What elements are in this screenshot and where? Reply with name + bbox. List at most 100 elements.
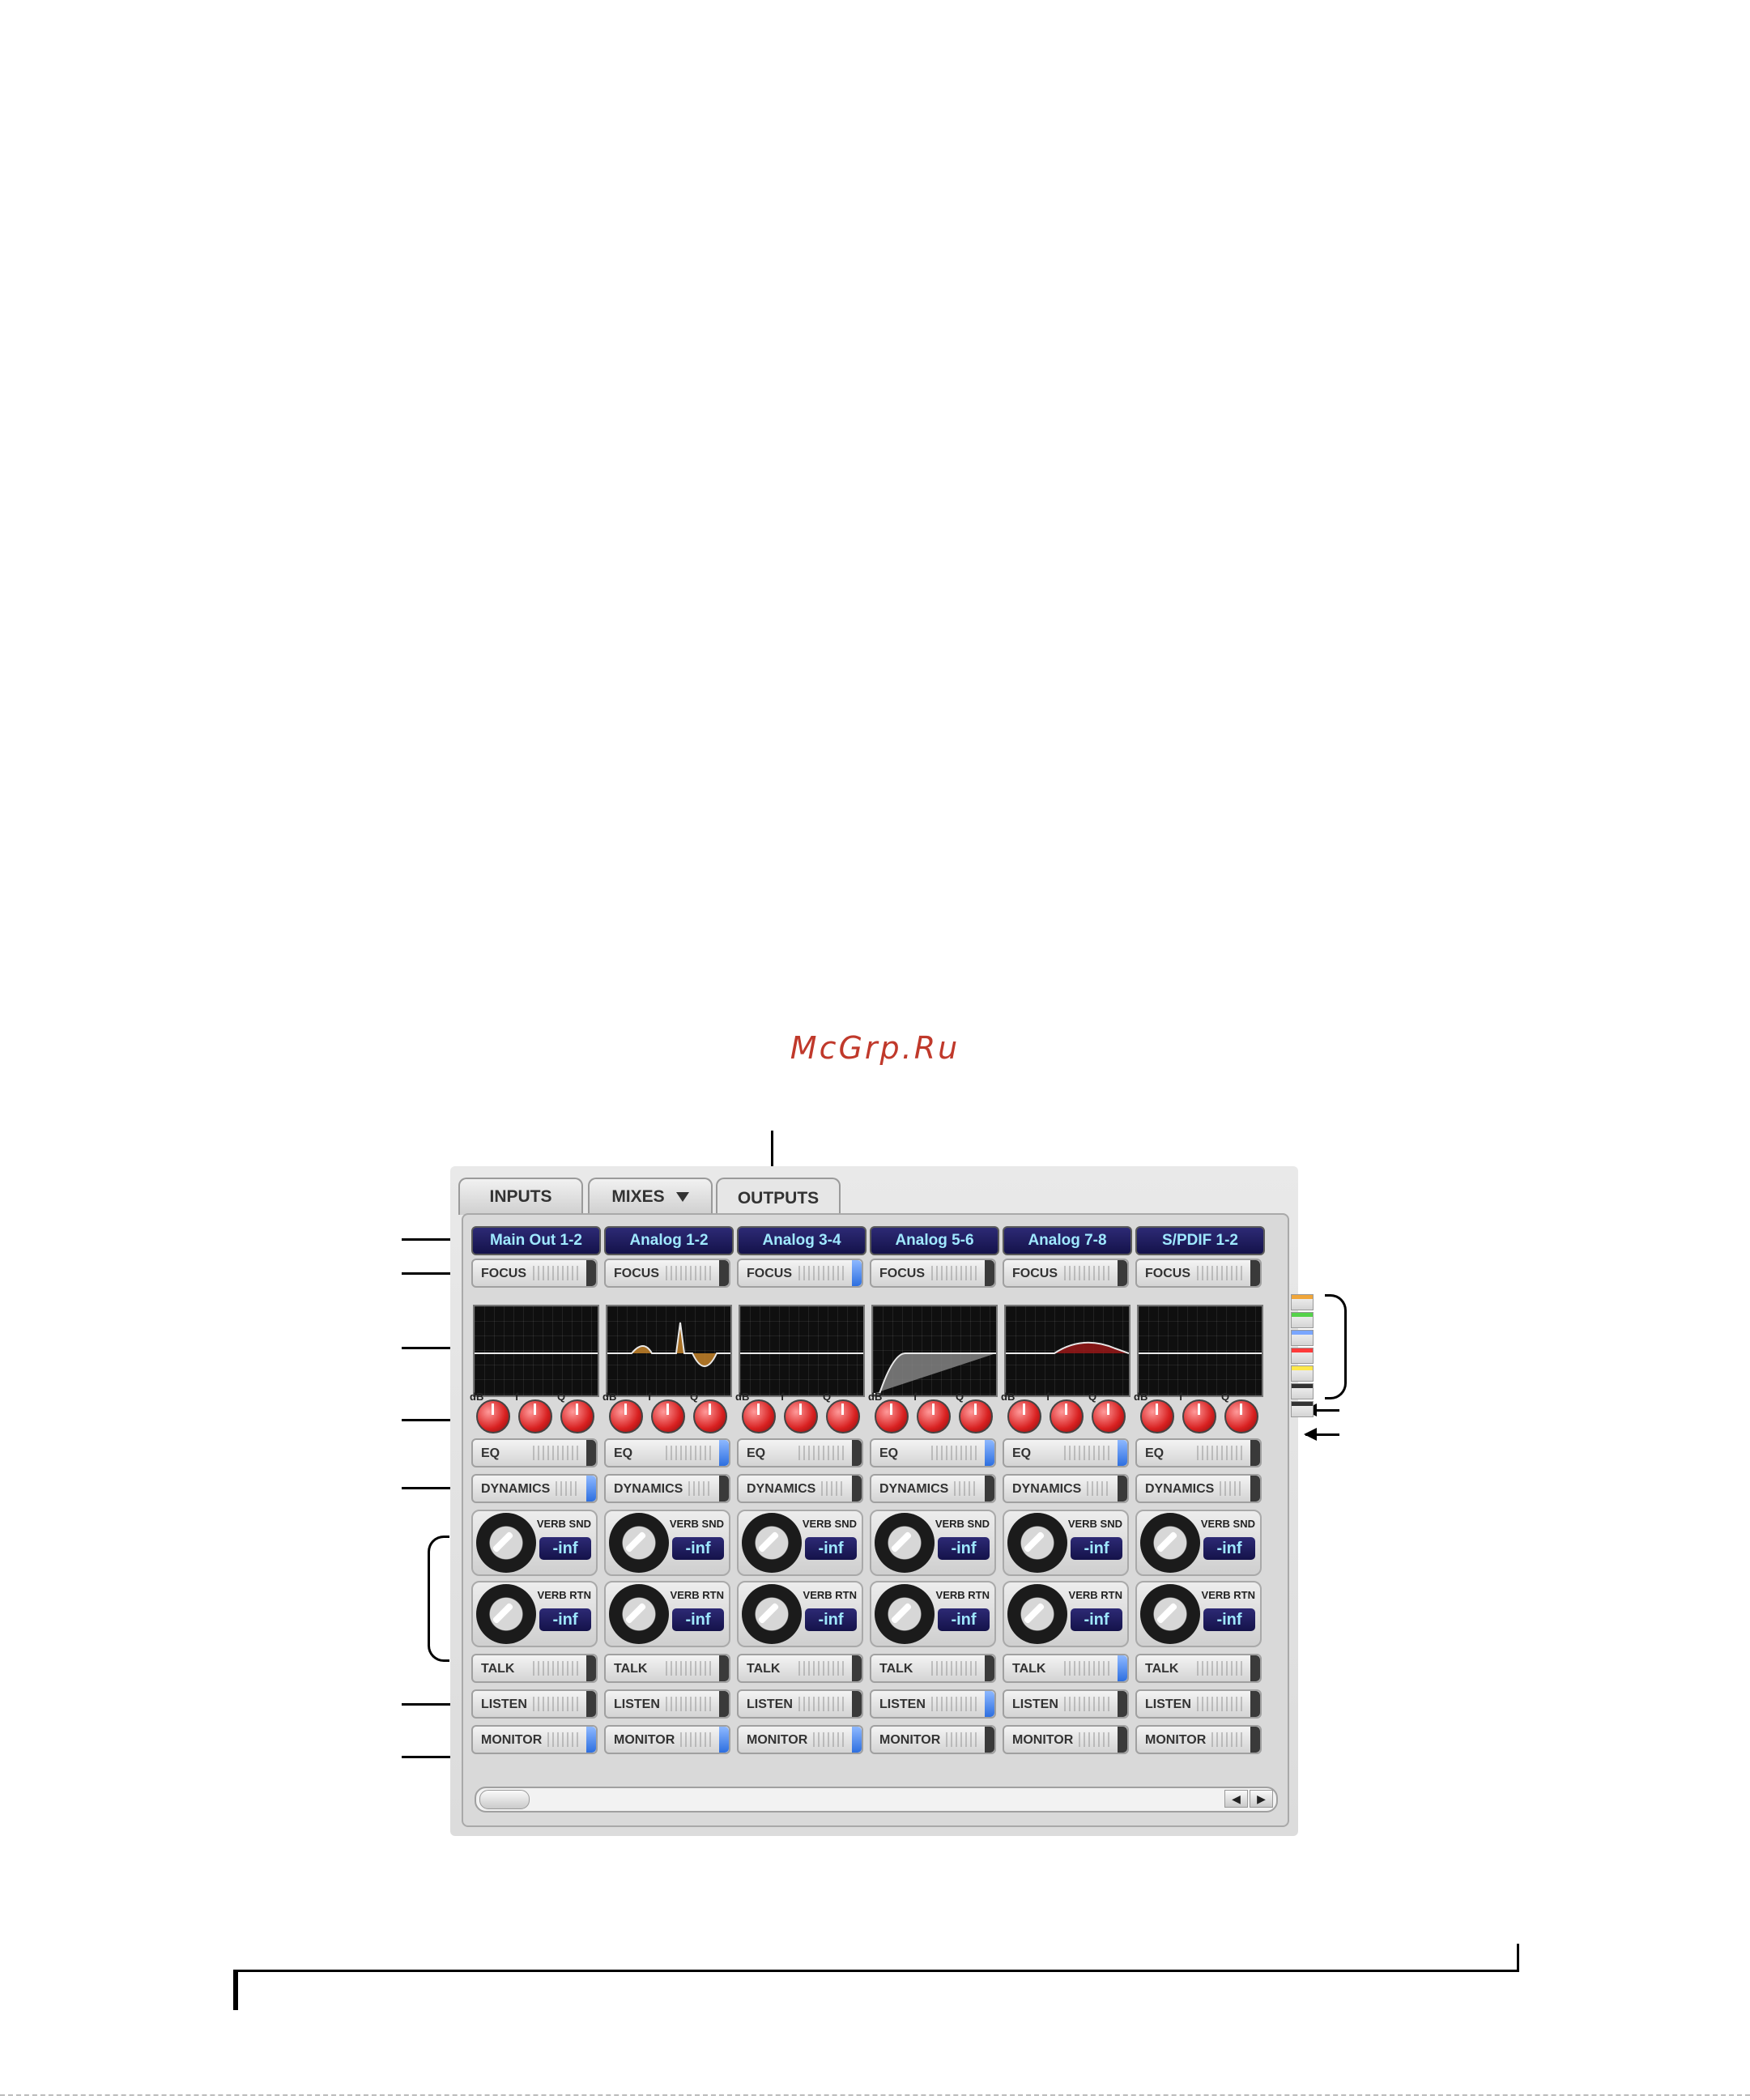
verb-snd-value[interactable]: -inf bbox=[1203, 1537, 1255, 1560]
focus-button[interactable]: FOCUS bbox=[1135, 1259, 1262, 1288]
eq-q-knob[interactable] bbox=[826, 1399, 860, 1433]
eq-band-select-button[interactable] bbox=[1291, 1348, 1314, 1364]
verb-snd-value[interactable]: -inf bbox=[1071, 1537, 1122, 1560]
channel-name[interactable]: Main Out 1-2 bbox=[471, 1226, 601, 1255]
talk-button[interactable]: TALK bbox=[471, 1654, 598, 1683]
eq-button[interactable]: EQ bbox=[471, 1438, 598, 1467]
eq-gain-knob[interactable] bbox=[742, 1399, 776, 1433]
dynamics-button[interactable]: DYNAMICS bbox=[604, 1474, 730, 1503]
eq-q-knob[interactable] bbox=[1092, 1399, 1126, 1433]
reverb-return-knob[interactable] bbox=[742, 1584, 802, 1644]
monitor-button[interactable]: MONITOR bbox=[1135, 1725, 1262, 1754]
dynamics-button[interactable]: DYNAMICS bbox=[471, 1474, 598, 1503]
eq-button[interactable]: EQ bbox=[604, 1438, 730, 1467]
eq-band-select-button[interactable] bbox=[1291, 1312, 1314, 1328]
eq-freq-knob[interactable] bbox=[651, 1399, 685, 1433]
listen-button[interactable]: LISTEN bbox=[1135, 1689, 1262, 1719]
reverb-return-knob[interactable] bbox=[1007, 1584, 1067, 1644]
focus-button[interactable]: FOCUS bbox=[1003, 1259, 1129, 1288]
reverb-return-knob[interactable] bbox=[476, 1584, 536, 1644]
eq-curve-display[interactable] bbox=[739, 1305, 865, 1397]
channel-name[interactable]: Analog 1-2 bbox=[604, 1226, 734, 1255]
eq-curve-display[interactable] bbox=[606, 1305, 732, 1397]
talk-button[interactable]: TALK bbox=[1003, 1654, 1129, 1683]
reverb-send-knob[interactable] bbox=[1140, 1513, 1200, 1573]
verb-rtn-value[interactable]: -inf bbox=[1203, 1608, 1255, 1631]
eq-q-knob[interactable] bbox=[693, 1399, 727, 1433]
eq-mode-button[interactable] bbox=[1291, 1401, 1314, 1417]
verb-rtn-value[interactable]: -inf bbox=[539, 1608, 591, 1631]
monitor-button[interactable]: MONITOR bbox=[737, 1725, 863, 1754]
talk-button[interactable]: TALK bbox=[737, 1654, 863, 1683]
verb-rtn-value[interactable]: -inf bbox=[805, 1608, 857, 1631]
eq-band-select-button[interactable] bbox=[1291, 1330, 1314, 1346]
monitor-button[interactable]: MONITOR bbox=[870, 1725, 996, 1754]
eq-q-knob[interactable] bbox=[1224, 1399, 1258, 1433]
focus-button[interactable]: FOCUS bbox=[471, 1259, 598, 1288]
focus-button[interactable]: FOCUS bbox=[604, 1259, 730, 1288]
listen-button[interactable]: LISTEN bbox=[604, 1689, 730, 1719]
dynamics-button[interactable]: DYNAMICS bbox=[1003, 1474, 1129, 1503]
eq-mode-button[interactable] bbox=[1291, 1383, 1314, 1399]
eq-gain-knob[interactable] bbox=[476, 1399, 510, 1433]
talk-button[interactable]: TALK bbox=[1135, 1654, 1262, 1683]
eq-freq-knob[interactable] bbox=[1050, 1399, 1084, 1433]
verb-snd-value[interactable]: -inf bbox=[672, 1537, 724, 1560]
channel-name[interactable]: Analog 5-6 bbox=[870, 1226, 999, 1255]
monitor-button[interactable]: MONITOR bbox=[1003, 1725, 1129, 1754]
scroll-thumb[interactable] bbox=[479, 1790, 530, 1809]
channel-name[interactable]: Analog 7-8 bbox=[1003, 1226, 1132, 1255]
verb-rtn-value[interactable]: -inf bbox=[938, 1608, 990, 1631]
scroll-right-button[interactable]: ▶ bbox=[1250, 1790, 1273, 1808]
channel-name[interactable]: Analog 3-4 bbox=[737, 1226, 866, 1255]
verb-rtn-value[interactable]: -inf bbox=[1071, 1608, 1122, 1631]
monitor-button[interactable]: MONITOR bbox=[604, 1725, 730, 1754]
channel-name[interactable]: S/PDIF 1-2 bbox=[1135, 1226, 1265, 1255]
reverb-send-knob[interactable] bbox=[875, 1513, 935, 1573]
eq-curve-display[interactable] bbox=[871, 1305, 998, 1397]
eq-q-knob[interactable] bbox=[560, 1399, 594, 1433]
focus-button[interactable]: FOCUS bbox=[870, 1259, 996, 1288]
verb-snd-value[interactable]: -inf bbox=[805, 1537, 857, 1560]
dynamics-button[interactable]: DYNAMICS bbox=[1135, 1474, 1262, 1503]
eq-button[interactable]: EQ bbox=[1135, 1438, 1262, 1467]
eq-freq-knob[interactable] bbox=[1182, 1399, 1216, 1433]
eq-gain-knob[interactable] bbox=[609, 1399, 643, 1433]
listen-button[interactable]: LISTEN bbox=[1003, 1689, 1129, 1719]
talk-button[interactable]: TALK bbox=[604, 1654, 730, 1683]
eq-gain-knob[interactable] bbox=[1007, 1399, 1041, 1433]
eq-band-select-button[interactable] bbox=[1291, 1365, 1314, 1382]
verb-rtn-value[interactable]: -inf bbox=[672, 1608, 724, 1631]
eq-button[interactable]: EQ bbox=[1003, 1438, 1129, 1467]
talk-button[interactable]: TALK bbox=[870, 1654, 996, 1683]
eq-button[interactable]: EQ bbox=[870, 1438, 996, 1467]
eq-curve-display[interactable] bbox=[1004, 1305, 1130, 1397]
tab-inputs[interactable]: INPUTS bbox=[458, 1178, 583, 1215]
listen-button[interactable]: LISTEN bbox=[471, 1689, 598, 1719]
eq-freq-knob[interactable] bbox=[784, 1399, 818, 1433]
tab-outputs[interactable]: OUTPUTS bbox=[716, 1178, 841, 1218]
eq-curve-display[interactable] bbox=[1137, 1305, 1263, 1397]
tab-mixes[interactable]: MIXES bbox=[588, 1178, 713, 1215]
eq-q-knob[interactable] bbox=[959, 1399, 993, 1433]
horizontal-scrollbar[interactable]: ◀ ▶ bbox=[475, 1787, 1278, 1812]
reverb-return-knob[interactable] bbox=[875, 1584, 935, 1644]
reverb-send-knob[interactable] bbox=[476, 1513, 536, 1573]
monitor-button[interactable]: MONITOR bbox=[471, 1725, 598, 1754]
eq-gain-knob[interactable] bbox=[875, 1399, 909, 1433]
dynamics-button[interactable]: DYNAMICS bbox=[737, 1474, 863, 1503]
reverb-send-knob[interactable] bbox=[1007, 1513, 1067, 1573]
eq-freq-knob[interactable] bbox=[917, 1399, 951, 1433]
listen-button[interactable]: LISTEN bbox=[870, 1689, 996, 1719]
reverb-send-knob[interactable] bbox=[742, 1513, 802, 1573]
reverb-return-knob[interactable] bbox=[1140, 1584, 1200, 1644]
reverb-send-knob[interactable] bbox=[609, 1513, 669, 1573]
scroll-left-button[interactable]: ◀ bbox=[1224, 1790, 1248, 1808]
eq-curve-display[interactable] bbox=[473, 1305, 599, 1397]
listen-button[interactable]: LISTEN bbox=[737, 1689, 863, 1719]
reverb-return-knob[interactable] bbox=[609, 1584, 669, 1644]
verb-snd-value[interactable]: -inf bbox=[539, 1537, 591, 1560]
eq-button[interactable]: EQ bbox=[737, 1438, 863, 1467]
eq-band-select-button[interactable] bbox=[1291, 1294, 1314, 1310]
eq-freq-knob[interactable] bbox=[518, 1399, 552, 1433]
